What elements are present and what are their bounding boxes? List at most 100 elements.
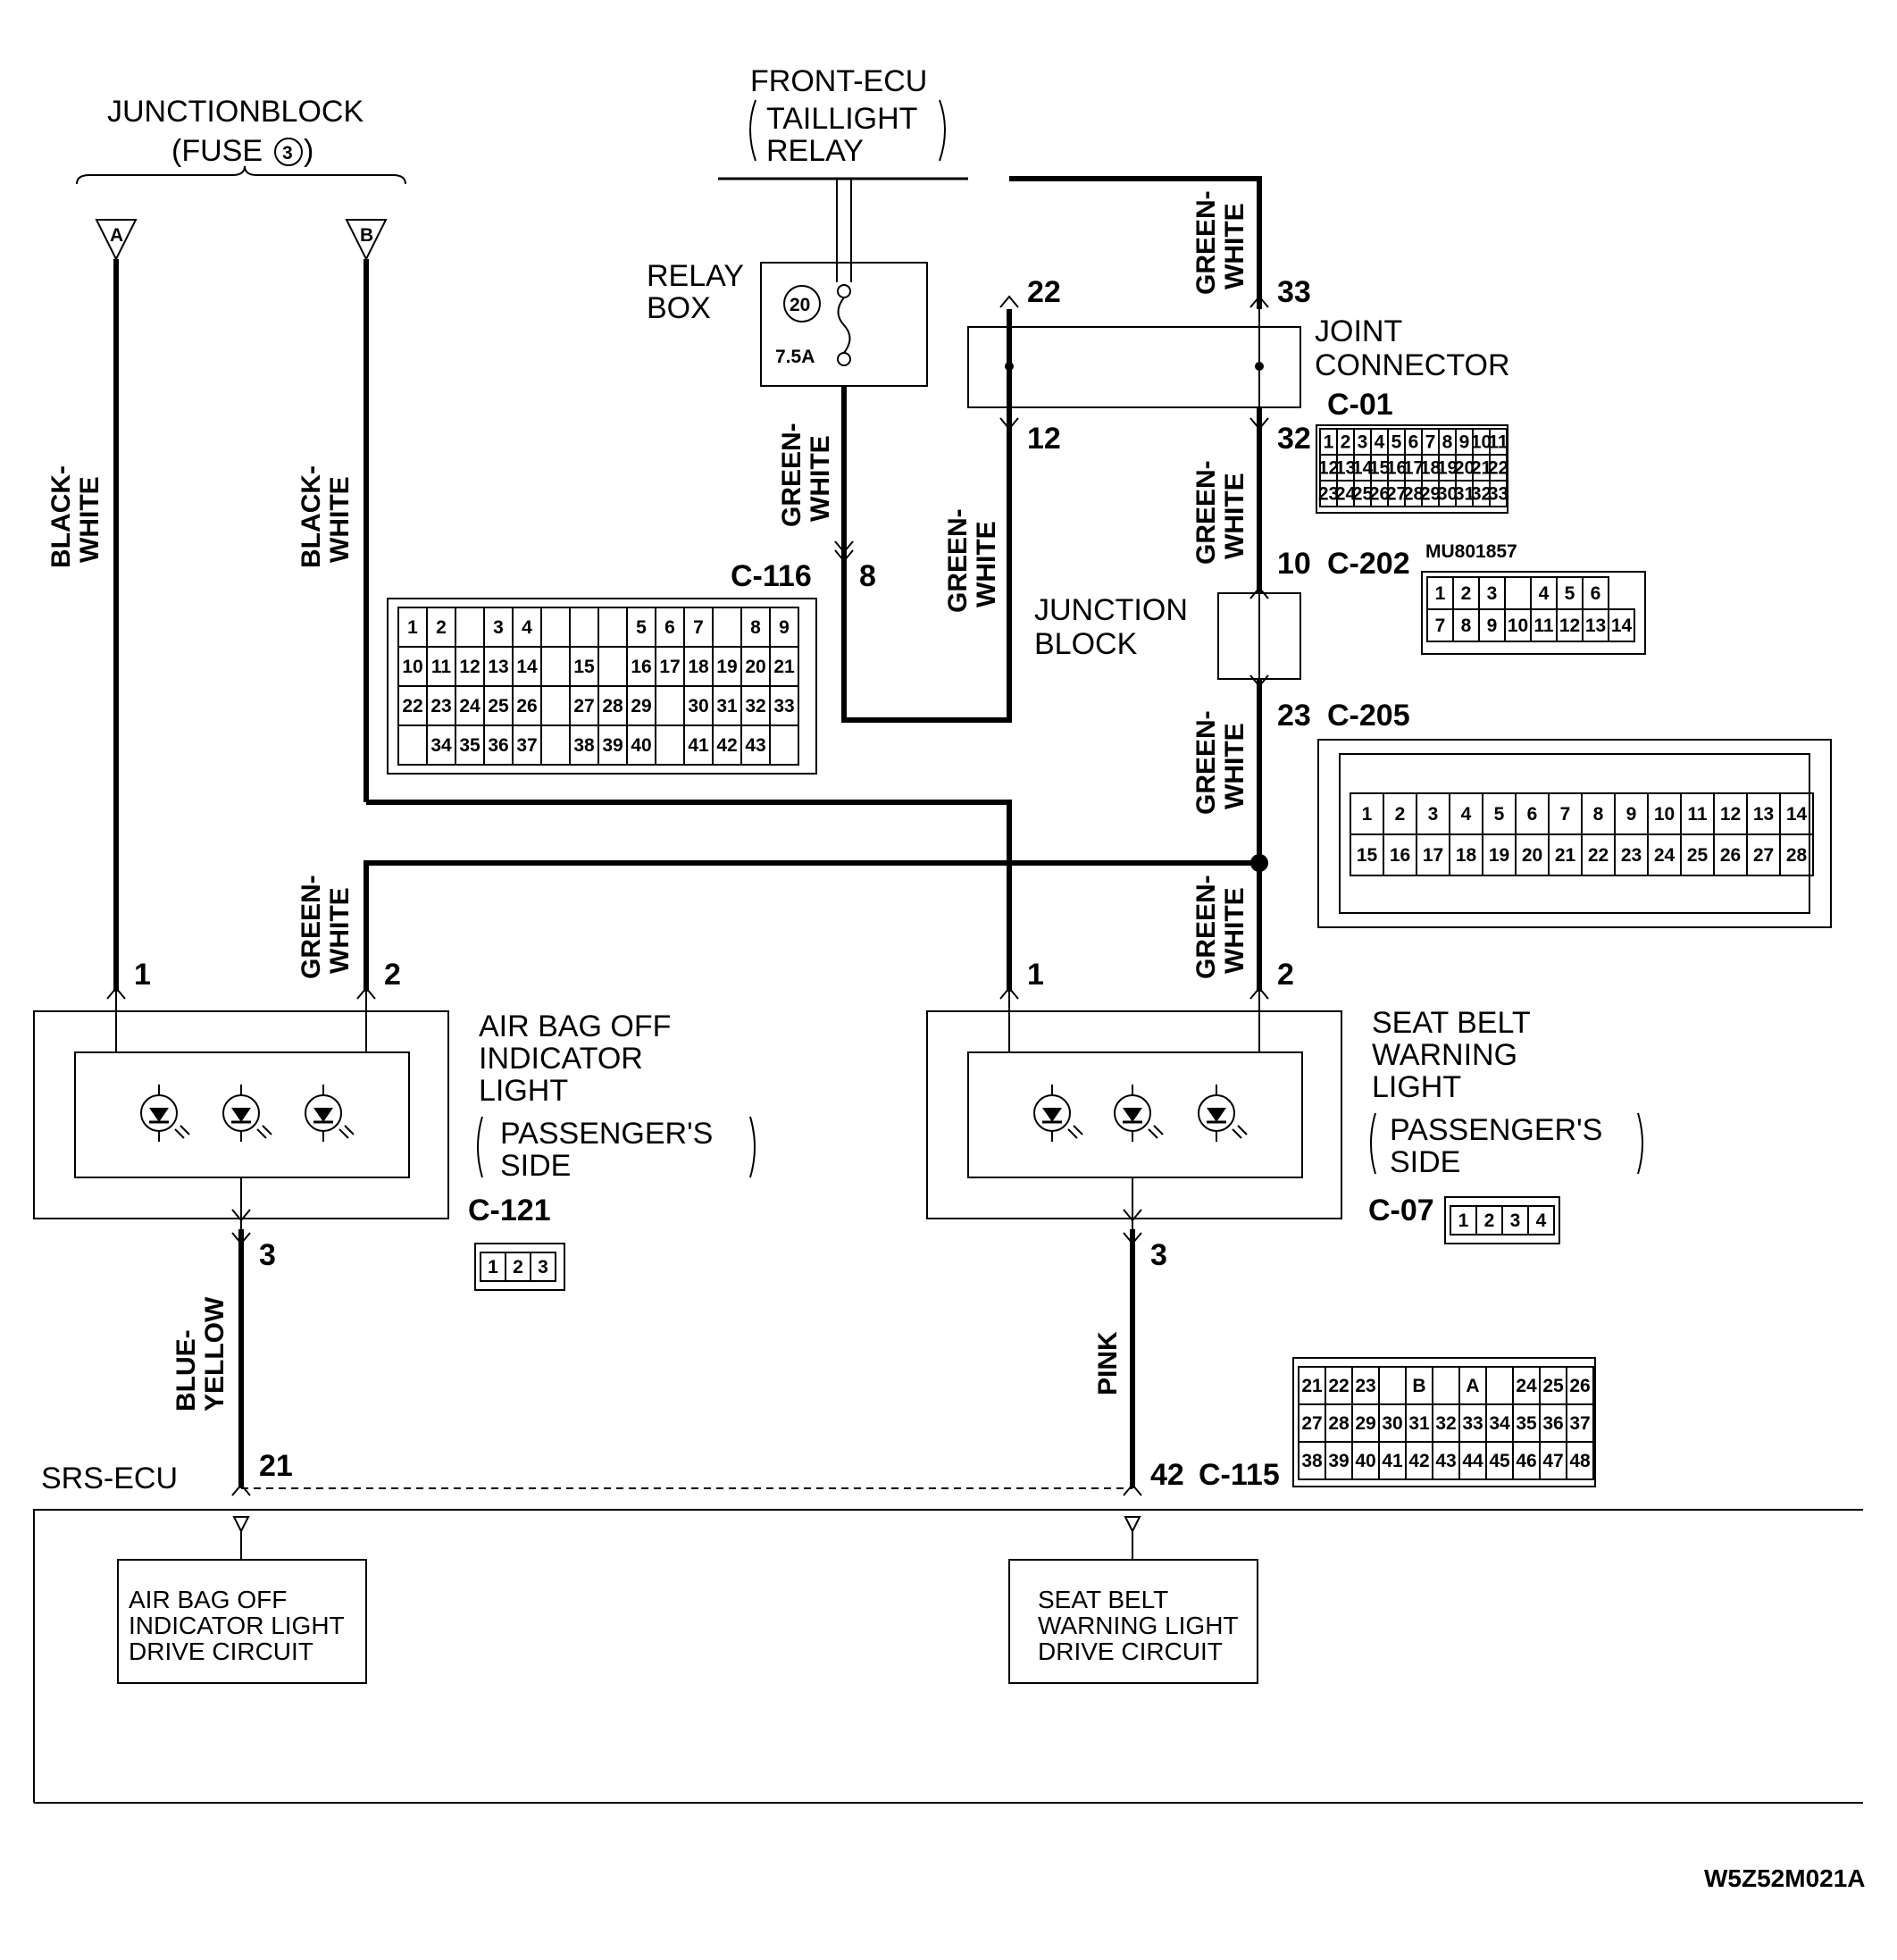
connector-pin-label: 1 <box>407 617 418 638</box>
connector-pin-label: 43 <box>1435 1451 1456 1471</box>
connector-cavity-empty <box>540 607 571 648</box>
connector-cavity-empty <box>397 725 428 766</box>
connector-pin-label: 39 <box>1328 1451 1349 1471</box>
led-icon <box>1033 1085 1083 1142</box>
connector-pin-label: 19 <box>1489 845 1509 866</box>
relay-fuse-circle <box>783 285 821 322</box>
front-ecu-label: FRONT-ECU <box>750 64 927 98</box>
connector-pin-label: 25 <box>1687 845 1709 866</box>
led-icon <box>222 1085 272 1142</box>
connector-pin-label: 27 <box>1386 484 1407 505</box>
connector-pin-label: 36 <box>488 735 508 756</box>
drive-seatbelt-1: SEAT BELT <box>1038 1586 1168 1613</box>
connector-pin-label: 33 <box>773 696 794 716</box>
fuse-number-circle <box>274 138 303 166</box>
connector-pin-label: 22 <box>402 696 422 716</box>
wire-b-route <box>366 800 1012 992</box>
drive-airbag-1: AIR BAG OFF <box>129 1586 287 1613</box>
wire-label-jb-1: GREEN- <box>1191 710 1221 815</box>
pin-jc-32: 32 <box>1277 422 1311 456</box>
connector-pin-label: 4 <box>1461 804 1472 825</box>
wire-label-sb-2: WHITE <box>1220 887 1249 974</box>
wire-labels: BLACK- WHITE BLACK- WHITE GREEN- WHITE G… <box>46 190 1249 1411</box>
connector-pin-label: 33 <box>1488 484 1508 505</box>
fuse-prefix: (FUSE <box>171 134 263 168</box>
airbag-side-2: SIDE <box>500 1149 571 1183</box>
connector-pin-label: 1 <box>488 1257 498 1277</box>
wire-label-by-1: BLUE- <box>171 1329 201 1411</box>
pin-ecu-42: 42 <box>1150 1458 1184 1492</box>
connector-pin-label: 35 <box>1516 1413 1537 1434</box>
connector-pin-label: 15 <box>1369 458 1391 479</box>
relay-box-label-1: RELAY <box>647 259 744 293</box>
connector-pin-label: 8 <box>1593 804 1604 825</box>
connector-pin-label: 25 <box>488 696 509 716</box>
connector-pin-label: 9 <box>1459 432 1470 453</box>
diagram-code: W5Z52M021A <box>1704 1864 1866 1892</box>
srs-ecu-frame <box>33 1509 1863 1803</box>
connector-pin-label: 47 <box>1542 1451 1563 1471</box>
led-icon <box>140 1085 190 1142</box>
connector-pin-cell <box>1489 480 1508 507</box>
paren-left <box>749 99 756 162</box>
connector-pin-label: 7 <box>1435 616 1446 636</box>
connector-pin-label: 28 <box>1403 484 1425 505</box>
connector-pin-label: 2 <box>1484 1210 1495 1231</box>
c115-outline <box>1292 1357 1596 1487</box>
connector-pin-label: 5 <box>1494 804 1505 825</box>
connector-pin-label: 9 <box>779 617 790 638</box>
connector-pin-label: 26 <box>1720 845 1741 866</box>
connector-cavity-empty <box>712 607 742 648</box>
connector-pin-label: 33 <box>1462 1413 1483 1434</box>
connector-pin-label: 25 <box>1352 484 1374 505</box>
drive-seatbelt-3: DRIVE CIRCUIT <box>1038 1638 1223 1665</box>
connector-pin-label: 13 <box>1335 458 1356 479</box>
junction-block-label: JUNCTIONBLOCK <box>107 95 364 129</box>
joint-connector-code: C-01 <box>1327 388 1393 422</box>
airbag-paren-right <box>749 1116 756 1178</box>
connector-c205: C-205 <box>1327 699 1410 733</box>
seatbelt-side-2: SIDE <box>1390 1145 1460 1179</box>
fuse-element <box>837 297 851 354</box>
connector-pin-label: 1 <box>1362 804 1373 825</box>
joint-connector-box <box>967 326 1301 408</box>
wire-label-by-2: YELLOW <box>200 1296 230 1411</box>
connector-pin-label: 9 <box>1626 804 1637 825</box>
connector-pin-label: 24 <box>1654 845 1676 866</box>
connector-cavity-empty <box>540 725 571 766</box>
pin-jc-33: 33 <box>1277 275 1311 309</box>
connector-pin-label: 31 <box>1454 484 1475 505</box>
seatbelt-light-box <box>926 1010 1342 1219</box>
connector-pin-label: 5 <box>636 617 647 638</box>
connector-pin-label: 35 <box>459 735 481 756</box>
connector-cavity-empty <box>569 607 599 648</box>
wire-label-top-2: WHITE <box>1220 203 1249 289</box>
connector-pin-label: 1 <box>1458 1210 1469 1231</box>
junction-block-label-1: JUNCTION <box>1034 593 1188 627</box>
connector-pin-label: 21 <box>1555 845 1576 866</box>
connector-pin-label: 12 <box>1720 804 1741 825</box>
seatbelt-paren-left <box>1370 1112 1376 1175</box>
connector-pin-label: 24 <box>459 696 481 716</box>
connector-pin-label: 22 <box>1328 1376 1349 1396</box>
connector-pin-label: 32 <box>1435 1413 1456 1434</box>
connector-pin-label: 18 <box>688 657 709 677</box>
connector-cavity-empty <box>598 646 628 687</box>
pin-seatbelt-2: 2 <box>1277 958 1294 992</box>
connector-pin-label: 42 <box>716 735 737 756</box>
connector-cavity-empty <box>769 725 799 766</box>
connector-c202: C-202 <box>1327 547 1410 581</box>
relay-label: RELAY <box>766 134 864 168</box>
connector-pin-label: 29 <box>631 696 651 716</box>
connector-pin-label: 24 <box>1516 1376 1537 1396</box>
terminal-a-triangle <box>95 219 138 262</box>
pin-seatbelt-3: 3 <box>1150 1238 1167 1272</box>
splice-point <box>1250 854 1268 872</box>
connector-pin-label: 20 <box>745 657 765 677</box>
connector-pin-label: 11 <box>1488 432 1508 453</box>
srs-ecu-label: SRS-ECU <box>41 1462 178 1495</box>
pin-airbag-1: 1 <box>134 958 151 992</box>
wire-label-ab-1: GREEN- <box>297 875 326 979</box>
connector-pin-label: 39 <box>602 735 623 756</box>
